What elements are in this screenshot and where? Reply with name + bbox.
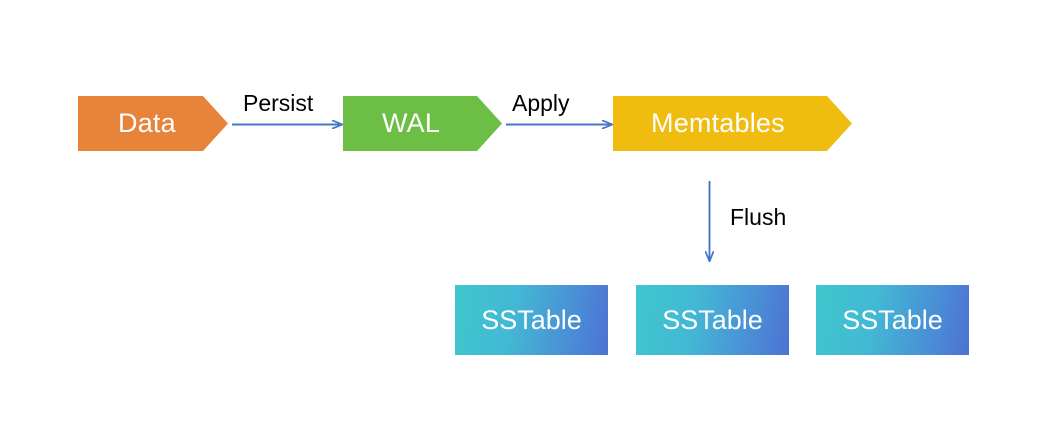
node-data-label: Data (118, 108, 176, 138)
edge-label-flush: Flush (730, 204, 787, 230)
node-memtables-label: Memtables (651, 108, 785, 138)
node-data[interactable]: Data (78, 96, 228, 151)
node-sstable-2[interactable]: SSTable (636, 285, 789, 355)
edge-label-apply: Apply (512, 90, 570, 116)
edge-label-persist: Persist (243, 90, 314, 116)
node-sstable-3[interactable]: SSTable (816, 285, 969, 355)
data-chevron-shape (78, 96, 228, 151)
node-wal-label: WAL (382, 108, 441, 138)
wal-chevron-shape (343, 96, 502, 151)
memtables-chevron-shape (613, 96, 852, 151)
node-wal[interactable]: WAL (343, 96, 502, 151)
node-sstable-3-label: SSTable (842, 304, 943, 335)
node-sstable-1-label: SSTable (481, 304, 582, 335)
node-memtables[interactable]: Memtables (613, 96, 852, 151)
node-sstable-1[interactable]: SSTable (455, 285, 608, 355)
node-sstable-2-label: SSTable (662, 304, 763, 335)
